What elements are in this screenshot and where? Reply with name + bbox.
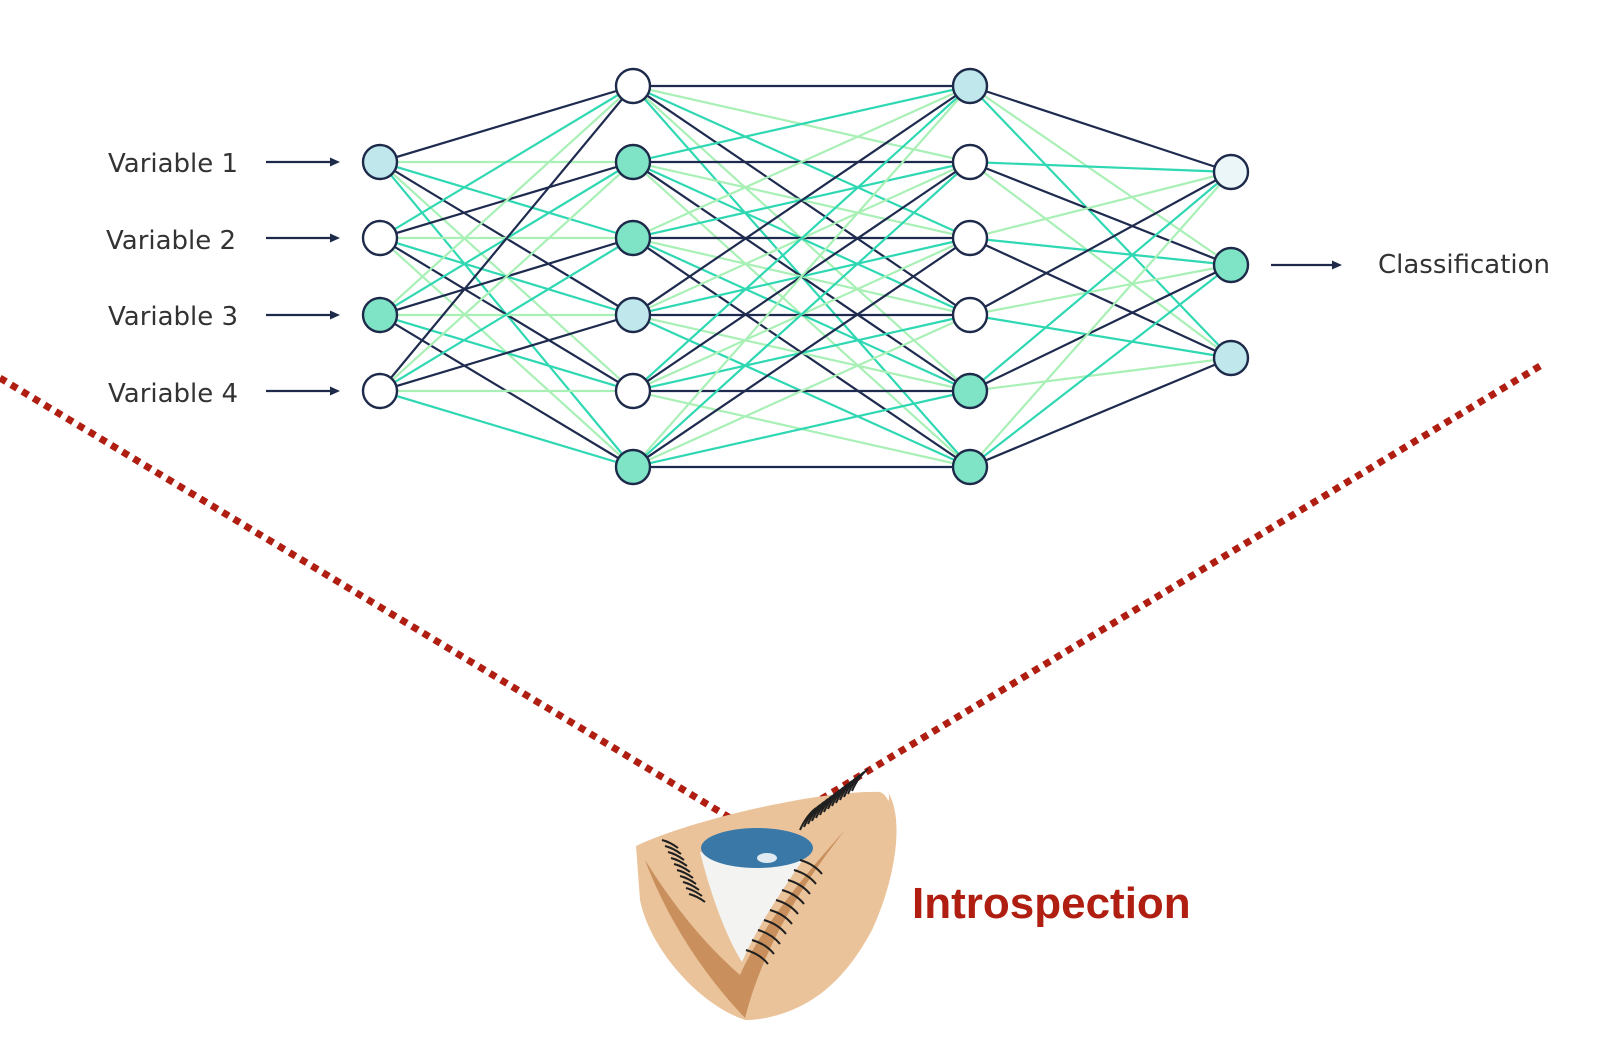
network-edge xyxy=(968,84,1233,360)
network-edge xyxy=(968,84,1233,174)
network-edge xyxy=(968,313,1233,360)
network-edge xyxy=(378,84,635,393)
arrow-head xyxy=(330,310,340,320)
network-node xyxy=(361,143,399,181)
eyelash xyxy=(676,869,694,879)
arrow-head xyxy=(330,157,340,167)
network-edge xyxy=(631,236,972,469)
network-edge xyxy=(968,356,1233,469)
arrow-head xyxy=(1332,260,1342,270)
eyelash xyxy=(688,893,706,903)
network-edge xyxy=(968,356,1233,393)
network-edge xyxy=(968,170,1233,469)
network-edge xyxy=(968,236,1233,360)
network-node xyxy=(361,219,399,257)
network-edge xyxy=(631,84,972,393)
network-edge xyxy=(631,160,972,469)
eyelash xyxy=(799,859,823,875)
network-edge xyxy=(968,160,1233,267)
sight-line-left xyxy=(0,375,762,839)
eyelash xyxy=(851,768,869,792)
network-node xyxy=(1212,153,1250,191)
input-labels: Variable 1 Variable 2 Variable 3 Variabl… xyxy=(106,149,238,409)
eyelash xyxy=(769,909,793,925)
network-node xyxy=(1212,246,1250,284)
network-nodes xyxy=(361,67,1250,486)
arrow-head xyxy=(330,386,340,396)
eyelash xyxy=(763,919,787,935)
network-edge xyxy=(631,84,972,317)
network-edge xyxy=(968,84,1233,267)
network-connections xyxy=(378,84,1233,469)
network-node xyxy=(614,448,652,486)
network-node xyxy=(951,296,989,334)
network-edge xyxy=(968,170,1233,317)
input-label-3: Variable 3 xyxy=(108,302,238,332)
network-edge xyxy=(968,263,1233,469)
eyelash xyxy=(781,889,805,905)
network-node xyxy=(614,296,652,334)
eyelash xyxy=(787,879,811,895)
introspection-caption: Introspection xyxy=(912,879,1191,928)
eyelash xyxy=(757,929,781,945)
input-label-1: Variable 1 xyxy=(108,149,238,179)
eyelash xyxy=(685,887,703,897)
network-edge xyxy=(378,313,635,393)
network-node xyxy=(614,219,652,257)
eyelash xyxy=(661,839,679,849)
network-edge xyxy=(968,170,1233,240)
network-edge xyxy=(378,84,635,164)
eyelash xyxy=(682,881,700,891)
network-node xyxy=(361,372,399,410)
network-edge xyxy=(968,160,1233,174)
output-label: Classification xyxy=(1378,250,1550,280)
network-node xyxy=(614,143,652,181)
network-edge xyxy=(968,263,1233,317)
network-edge xyxy=(968,170,1233,393)
network-edge xyxy=(968,263,1233,393)
network-node xyxy=(951,67,989,105)
eyelash xyxy=(667,851,685,861)
network-node xyxy=(951,372,989,410)
network-edge xyxy=(631,313,972,469)
network-node xyxy=(951,448,989,486)
input-arrows xyxy=(266,157,1342,396)
network-edge xyxy=(631,389,972,469)
eye-icon xyxy=(636,768,897,1020)
network-node xyxy=(951,143,989,181)
eyelash xyxy=(679,875,697,885)
network-edge xyxy=(631,84,972,469)
network-node xyxy=(361,296,399,334)
eyelash xyxy=(793,869,817,885)
network-edge xyxy=(631,84,972,240)
eyelash xyxy=(673,863,691,873)
input-label-4: Variable 4 xyxy=(108,379,238,409)
eyelash xyxy=(670,857,688,867)
eyelash xyxy=(664,845,682,855)
eyelash xyxy=(745,949,769,965)
network-edge xyxy=(378,160,635,393)
eyelash xyxy=(751,939,775,955)
network-edge xyxy=(631,84,972,164)
network-edge xyxy=(378,84,635,240)
network-node xyxy=(614,67,652,105)
eyelash xyxy=(775,899,799,915)
network-edge xyxy=(378,389,635,469)
network-edge xyxy=(968,236,1233,267)
network-edge xyxy=(968,160,1233,360)
network-edge xyxy=(378,236,635,393)
network-node xyxy=(951,219,989,257)
input-label-2: Variable 2 xyxy=(106,226,236,256)
network-node xyxy=(1212,339,1250,377)
network-edge xyxy=(378,84,635,317)
arrow-head xyxy=(330,233,340,243)
sight-line-right xyxy=(758,363,1542,839)
network-node xyxy=(614,372,652,410)
